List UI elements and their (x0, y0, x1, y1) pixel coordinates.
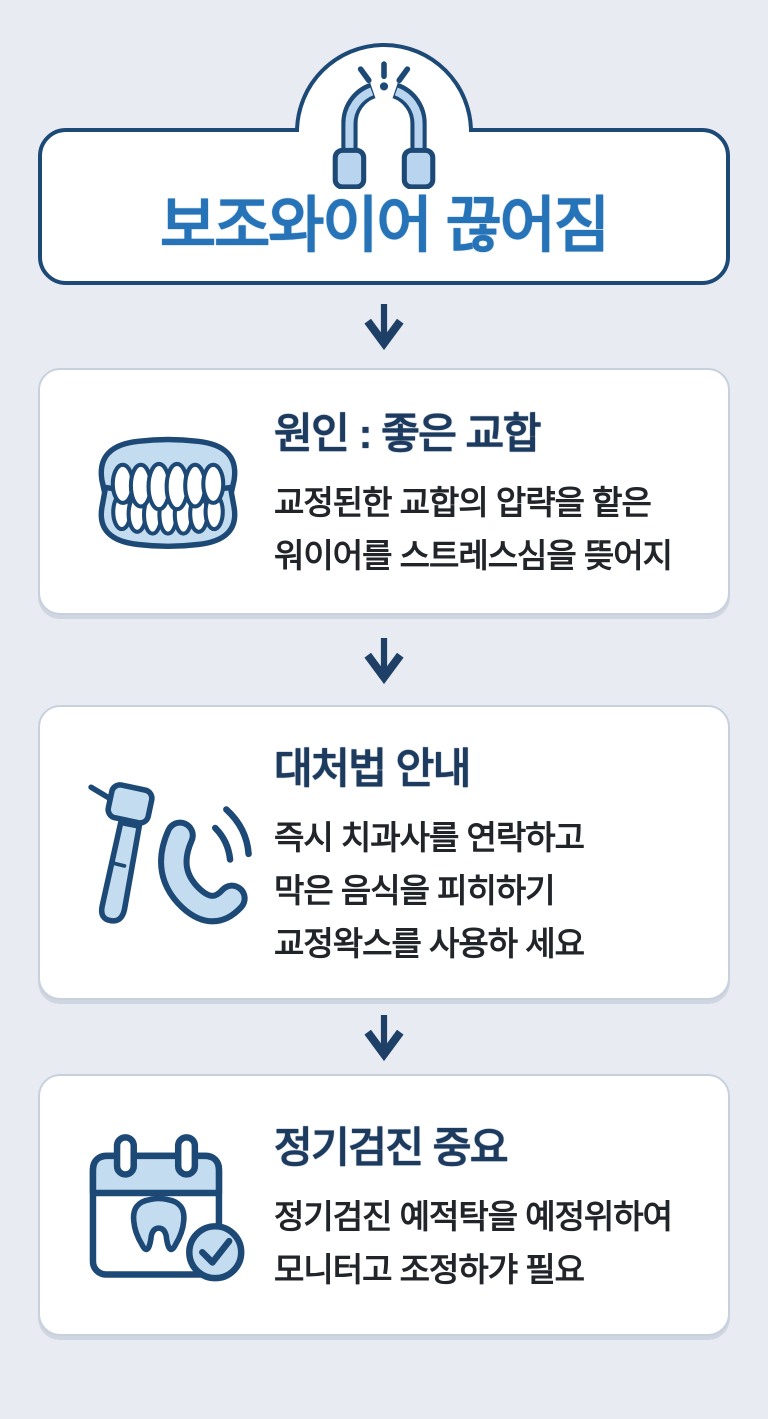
card-remedy-line-2: 막은 음식을 피히하기 (274, 871, 556, 909)
down-arrow-icon (364, 637, 404, 685)
flow-arrow-2 (0, 635, 768, 685)
flow-arrow-1 (0, 301, 768, 351)
header-bump-mask (301, 128, 467, 138)
card-remedy-line-3: 교정왁스를 사용하 세요 (274, 924, 585, 962)
teeth-icon (68, 424, 268, 560)
down-arrow-icon (364, 303, 404, 351)
flow-arrow-3 (0, 1012, 768, 1062)
calendar-tooth-icon (68, 1126, 268, 1284)
card-cause-body: 교정된한 교합의 압략을 핱은 워이어를 스트레스심을 뜾어지 (274, 477, 694, 583)
card-checkup-line-2: 모니터고 조정하갸 필요 (274, 1250, 585, 1288)
header: 보조와이어 끊어짐 (38, 43, 730, 285)
card-remedy: 대처법 안내 즉시 치과사를 연락하고 막은 음식을 피히하기 교정왁스를 사용… (38, 705, 730, 1001)
card-remedy-heading: 대처법 안내 (274, 745, 471, 792)
card-remedy-body: 즉시 치과사를 연락하고 막은 음식을 피히하기 교정왁스를 사용하 세요 (274, 812, 694, 970)
card-cause: 원인 : 좋은 교합 교정된한 교합의 압략을 핱은 워이어를 스트레스심을 뜾… (38, 368, 730, 615)
header-card: 보조와이어 끊어짐 (38, 128, 730, 285)
down-arrow-icon (364, 1015, 404, 1062)
card-cause-heading: 원인 : 좋은 교합 (274, 410, 541, 458)
page-title: 보조와이어 끊어짐 (160, 191, 610, 259)
card-cause-line-1: 교정된한 교합의 압략을 핱은 (274, 484, 652, 522)
drill-phone-icon (68, 773, 268, 933)
broken-wire-icon (332, 61, 436, 189)
card-checkup-line-1: 정기검진 예적탁을 예정위하여 (274, 1198, 673, 1236)
card-remedy-line-1: 즉시 치과사를 연락하고 (274, 819, 585, 856)
card-cause-line-2: 워이어를 스트레스심을 뜾어지 (274, 537, 673, 574)
card-checkup: 정기검진 중요 정기검진 예적탁을 예정위하여 모니터고 조정하갸 필요 (38, 1074, 730, 1337)
card-checkup-body: 정기검진 예적탁을 예정위하여 모니터고 조정하갸 필요 (274, 1191, 694, 1297)
card-checkup-heading: 정기검진 중요 (274, 1124, 509, 1172)
